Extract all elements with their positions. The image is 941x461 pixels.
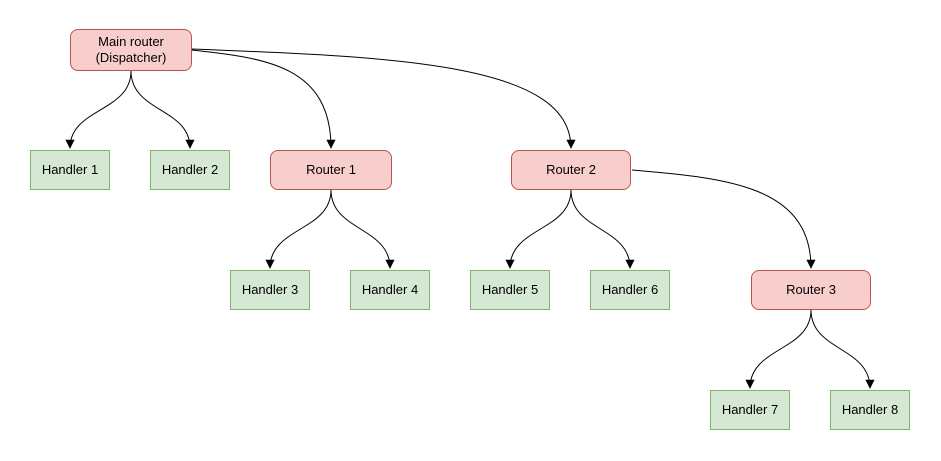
node-handler-7[interactable]: Handler 7 xyxy=(710,390,790,430)
node-handler-1[interactable]: Handler 1 xyxy=(30,150,110,190)
node-router-1[interactable]: Router 1 xyxy=(270,150,392,190)
node-handler-2[interactable]: Handler 2 xyxy=(150,150,230,190)
edge-router-3-to-handler-7 xyxy=(745,309,812,389)
edge-router-3-to-handler-8 xyxy=(810,309,875,389)
edge-router-2-to-handler-5 xyxy=(505,189,572,269)
edge-main-to-handler-1 xyxy=(65,70,132,149)
node-router-2[interactable]: Router 2 xyxy=(511,150,631,190)
node-handler-8[interactable]: Handler 8 xyxy=(830,390,910,430)
edge-router-1-to-handler-3 xyxy=(265,189,332,269)
edge-router-2-to-handler-6 xyxy=(570,189,635,269)
node-handler-5[interactable]: Handler 5 xyxy=(470,270,550,310)
edge-main-to-handler-2 xyxy=(130,70,195,149)
node-main-router[interactable]: Main router (Dispatcher) xyxy=(70,29,192,71)
node-router-3[interactable]: Router 3 xyxy=(751,270,871,310)
node-handler-3[interactable]: Handler 3 xyxy=(230,270,310,310)
edge-router-2-to-router-3 xyxy=(631,169,816,269)
node-handler-4[interactable]: Handler 4 xyxy=(350,270,430,310)
node-handler-6[interactable]: Handler 6 xyxy=(590,270,670,310)
edge-main-to-router-1 xyxy=(191,49,336,149)
edge-router-1-to-handler-4 xyxy=(330,189,395,269)
edge-main-to-router-2 xyxy=(191,48,576,149)
